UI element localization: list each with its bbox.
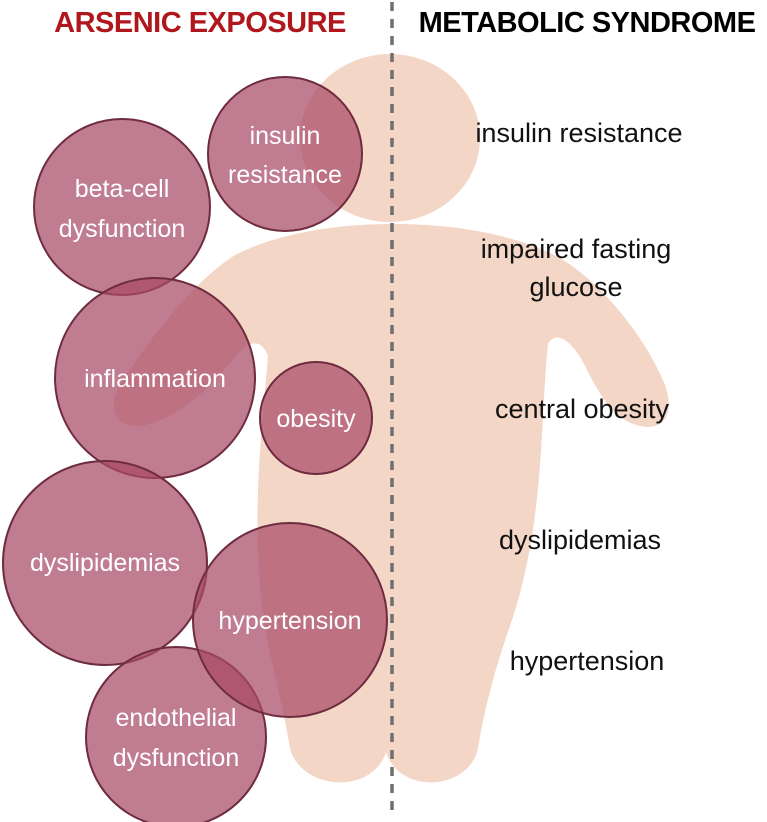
syndrome-item-impaired-fasting-glucose-line-1: impaired fasting xyxy=(481,234,672,264)
bubble-label-line-1: beta-cell xyxy=(75,175,170,203)
bubble-label-line-1: insulin xyxy=(250,122,321,150)
bubble-label-line-1: obesity xyxy=(276,405,356,433)
bubble-label-line-1: endothelial xyxy=(116,704,237,732)
bubble-circle xyxy=(2,460,208,666)
bubble-circle xyxy=(192,522,388,718)
arsenic-exposure-heading: ARSENIC EXPOSURE xyxy=(54,7,346,39)
syndrome-item-impaired-fasting-glucose-line-2: glucose xyxy=(529,272,622,302)
bubble-label-line-2: resistance xyxy=(228,161,342,189)
bubble-circle xyxy=(259,361,373,475)
bubble-obesity: obesity xyxy=(259,361,373,475)
bubble-circle xyxy=(33,118,211,296)
syndrome-item-central-obesity: central obesity xyxy=(495,394,670,424)
bubble-beta-cell-dysfunction: beta-cell dysfunction xyxy=(33,118,211,296)
syndrome-item-hypertension: hypertension xyxy=(510,646,665,676)
bubble-label-line-1: dyslipidemias xyxy=(30,549,180,577)
bubble-label-line-1: inflammation xyxy=(84,365,226,393)
bubble-label-line-2: dysfunction xyxy=(113,744,239,772)
bubble-circle xyxy=(85,646,267,822)
bubble-hypertension: hypertension xyxy=(192,522,388,718)
bubble-endothelial-dysfunction: endothelial dysfunction xyxy=(85,646,267,822)
bubble-label-line-2: dysfunction xyxy=(59,215,185,243)
syndrome-item-dyslipidemias: dyslipidemias xyxy=(499,525,661,555)
bubble-inflammation: inflammation xyxy=(54,277,256,479)
bubble-circle xyxy=(207,76,363,232)
bubble-insulin-resistance: insulin resistance xyxy=(207,76,363,232)
syndrome-item-insulin-resistance: insulin resistance xyxy=(475,118,682,148)
metabolic-syndrome-heading: METABOLIC SYNDROME xyxy=(419,7,756,39)
bubble-dyslipidemias: dyslipidemias xyxy=(2,460,208,666)
bubble-label-line-1: hypertension xyxy=(218,607,361,635)
